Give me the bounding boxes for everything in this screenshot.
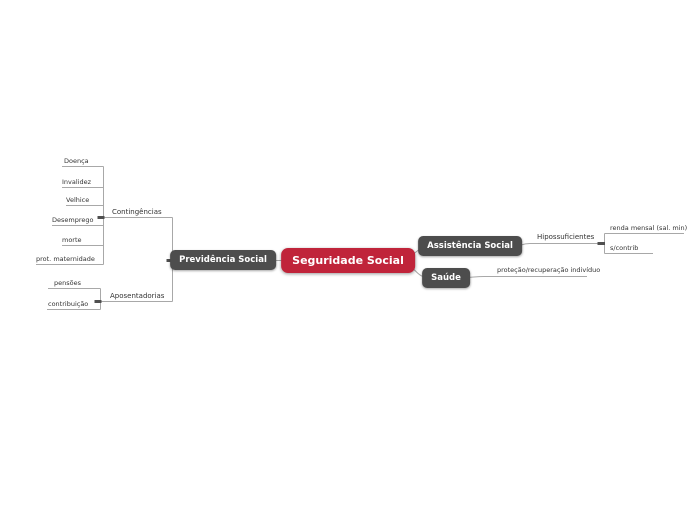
node-seguridade-social[interactable]: Seguridade Social	[281, 248, 415, 273]
node-s-contrib[interactable]: s/contrib	[610, 244, 639, 252]
node-doenca[interactable]: Doença	[64, 157, 89, 165]
node-desemprego[interactable]: Desemprego	[52, 216, 94, 224]
node-contribuicao[interactable]: contribuição	[48, 300, 89, 308]
node-aposentadorias[interactable]: Aposentadorias	[110, 292, 165, 300]
node-contingencias[interactable]: Contingências	[112, 208, 162, 216]
node-invalidez[interactable]: Invalidez	[62, 178, 92, 186]
node-hipossuficientes[interactable]: Hipossuficientes	[537, 233, 595, 241]
node-assistencia-social[interactable]: Assistência Social	[418, 236, 522, 256]
node-saude[interactable]: Saúde	[422, 268, 470, 288]
node-morte[interactable]: morte	[62, 236, 82, 244]
node-velhice[interactable]: Velhice	[66, 196, 90, 204]
node-prot-maternidade[interactable]: prot. maternidade	[36, 255, 95, 263]
node-protecao-recuperacao[interactable]: proteção/recuperação indivíduo	[497, 266, 601, 274]
node-renda-mensal[interactable]: renda mensal (sal. min)	[610, 224, 688, 232]
node-pensoes[interactable]: pensões	[54, 279, 81, 287]
node-previdencia-social[interactable]: Previdência Social	[170, 250, 276, 270]
